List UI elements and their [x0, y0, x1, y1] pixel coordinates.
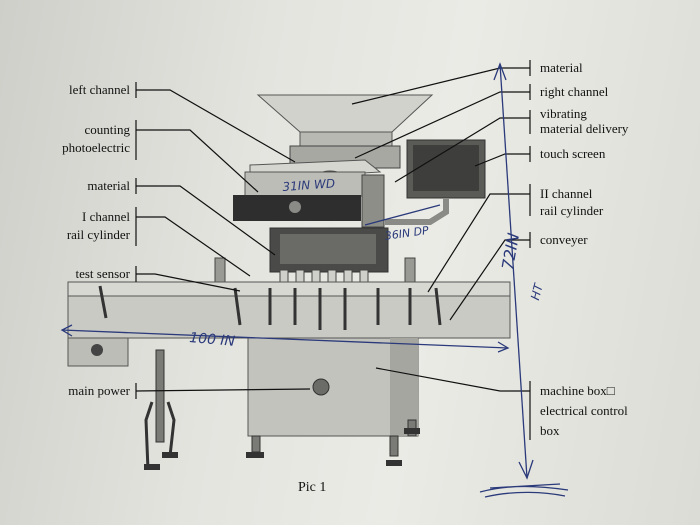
screen-arm: [385, 198, 449, 225]
label-vibrating-line1: vibrating: [540, 106, 587, 121]
label-machine-box-line1: machine box□: [540, 383, 615, 398]
label-conveyer: conveyer: [540, 232, 588, 247]
label-ii-channel-line2: rail cylinder: [540, 203, 604, 218]
label-main-power: main power: [68, 383, 130, 398]
hopper-neck: [299, 131, 393, 147]
label-counting-photoelectric-line2: photoelectric: [62, 140, 130, 155]
mechanism-panel: [280, 234, 376, 264]
end-knob: [91, 344, 103, 356]
conveyor-body: [67, 295, 511, 339]
label-test-sensor: test sensor: [75, 266, 130, 281]
label-i-channel-line1: I channel: [81, 209, 130, 224]
conveyor-guides: [98, 285, 442, 330]
label-machine-box-line2: electrical control: [540, 403, 628, 418]
leader-lines: [135, 60, 531, 440]
pen-marks: [60, 62, 569, 498]
figure-caption: Pic 1: [298, 480, 327, 495]
label-material-left: material: [87, 178, 130, 193]
label-material-right: material: [540, 60, 583, 75]
label-counting-photoelectric-line1: counting: [84, 122, 131, 137]
leg-bracket: [144, 401, 176, 471]
hopper: [256, 94, 434, 133]
label-ii-channel-line1: II channel: [540, 186, 593, 201]
label-left-channel: left channel: [69, 82, 130, 97]
machine-box: [247, 337, 419, 437]
label-machine-box-line3: box: [540, 423, 560, 438]
label-vibrating-line2: material delivery: [540, 121, 629, 136]
label-i-channel-line2: rail cylinder: [66, 227, 130, 242]
leg-feet: [144, 428, 420, 470]
plate-knob: [289, 201, 301, 213]
label-right-channel: right channel: [540, 84, 609, 99]
touch-screen-display: [413, 145, 479, 191]
main-power-switch: [312, 378, 330, 396]
column: [361, 174, 385, 228]
counting-body: [244, 171, 366, 197]
label-touch-screen: touch screen: [540, 146, 606, 161]
